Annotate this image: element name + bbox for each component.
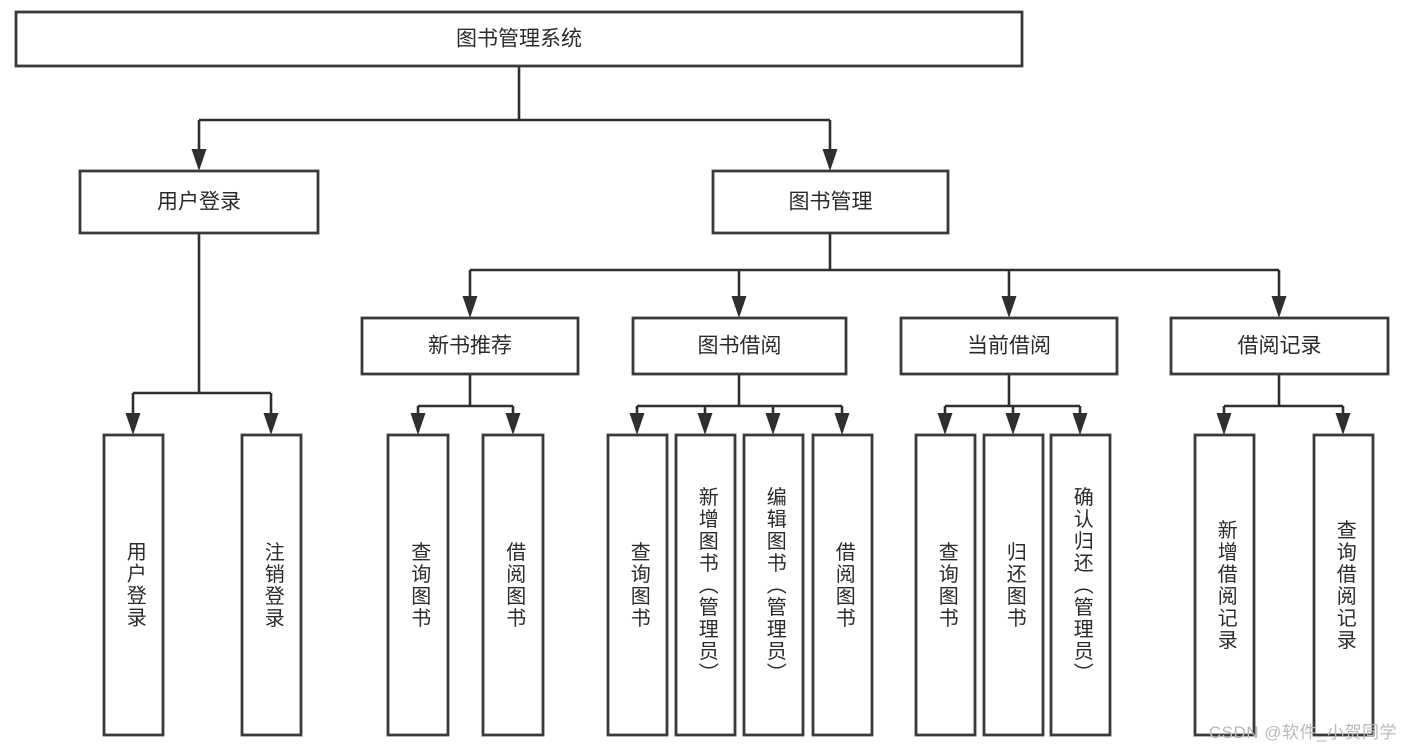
node-leaf-cur-query-book[interactable]: 查询图书 (914, 433, 977, 737)
arrow-head-icon (410, 413, 426, 435)
node-label: 用户登录 (123, 541, 146, 629)
arrow-head-icon (1271, 296, 1287, 318)
node-leaf-cur-confirm-return[interactable]: 确认归还（管理员） (1049, 433, 1112, 737)
arrow-head-icon (629, 413, 645, 435)
node-label: 编辑图书（管理员） (763, 486, 786, 684)
connector-edge-newbook-stem (410, 374, 521, 435)
node-user-login[interactable]: 用户登录 (78, 169, 320, 235)
node-leaf-rec-add-record[interactable]: 新增借阅记录 (1193, 433, 1256, 737)
node-label: 图书借阅 (698, 335, 782, 358)
connectors-layer (125, 66, 1351, 435)
arrow-head-icon (505, 413, 521, 435)
arrow-head-icon (125, 413, 141, 435)
node-label: 查询图书 (627, 541, 650, 629)
node-box[interactable] (1049, 433, 1112, 737)
node-leaf-user-login[interactable]: 用户登录 (102, 433, 165, 737)
node-label: 当前借阅 (967, 335, 1051, 358)
node-label: 查询图书 (408, 541, 431, 629)
arrow-head-icon (462, 296, 478, 318)
node-leaf-rec-query-record[interactable]: 查询借阅记录 (1312, 433, 1375, 737)
arrow-head-icon (822, 149, 838, 171)
arrow-head-icon (1005, 413, 1021, 435)
node-box[interactable] (811, 433, 874, 737)
node-box[interactable] (360, 316, 580, 376)
arrow-head-icon (937, 413, 953, 435)
arrow-head-icon (1001, 296, 1017, 318)
node-box[interactable] (914, 433, 977, 737)
arrow-head-icon (834, 413, 850, 435)
nodes-layer: 图书管理系统用户登录图书管理新书推荐图书借阅当前借阅借阅记录用户登录注销登录查询… (14, 10, 1390, 737)
node-label: 归还图书 (1003, 541, 1026, 629)
node-leaf-cur-return-book[interactable]: 归还图书 (982, 433, 1045, 737)
node-label: 查询借阅记录 (1333, 519, 1356, 651)
node-leaf-borrow-edit-book[interactable]: 编辑图书（管理员） (742, 433, 805, 737)
node-book-borrow[interactable]: 图书借阅 (631, 316, 848, 376)
arrow-head-icon (731, 296, 747, 318)
node-label: 借阅图书 (503, 541, 526, 629)
node-label: 用户登录 (157, 191, 241, 214)
node-book-manage[interactable]: 图书管理 (711, 169, 950, 235)
node-label: 借阅记录 (1238, 335, 1322, 358)
node-box[interactable] (1312, 433, 1375, 737)
node-box[interactable] (711, 169, 950, 235)
csdn-watermark: CSDN @软件_小贺同学 (1208, 723, 1397, 742)
node-borrow-record[interactable]: 借阅记录 (1169, 316, 1390, 376)
node-box[interactable] (899, 316, 1119, 376)
node-box[interactable] (102, 433, 165, 737)
node-box[interactable] (674, 433, 737, 737)
node-box[interactable] (631, 316, 848, 376)
node-box[interactable] (78, 169, 320, 235)
node-box[interactable] (481, 433, 545, 737)
node-box[interactable] (982, 433, 1045, 737)
connector-edge-borrowrec-stem (1216, 374, 1351, 435)
arrow-head-icon (263, 413, 279, 435)
node-label: 查询图书 (935, 541, 958, 629)
arrow-head-icon (1335, 413, 1351, 435)
node-current-borrow[interactable]: 当前借阅 (899, 316, 1119, 376)
node-label: 新增图书（管理员） (695, 486, 718, 684)
node-label: 新书推荐 (428, 335, 512, 358)
arrow-head-icon (765, 413, 781, 435)
arrow-head-icon (1072, 413, 1088, 435)
node-leaf-rec-query-book[interactable]: 查询图书 (386, 433, 450, 737)
node-label: 图书管理系统 (456, 28, 582, 51)
arrow-head-icon (1216, 413, 1232, 435)
node-label: 借阅图书 (832, 541, 855, 629)
node-label: 确认归还（管理员） (1070, 486, 1093, 684)
node-new-book-rec[interactable]: 新书推荐 (360, 316, 580, 376)
arrow-head-icon (191, 149, 207, 171)
node-leaf-borrow-borrow-book[interactable]: 借阅图书 (811, 433, 874, 737)
connector-edge-curborrow-stem (937, 374, 1088, 435)
connector-edge-root-stem (191, 66, 838, 171)
node-box[interactable] (606, 433, 669, 737)
node-leaf-borrow-add-book[interactable]: 新增图书（管理员） (674, 433, 737, 737)
node-box[interactable] (1169, 316, 1390, 376)
connector-edge-books-stem (462, 233, 1287, 318)
node-leaf-rec-borrow-book[interactable]: 借阅图书 (481, 433, 545, 737)
node-box[interactable] (14, 10, 1024, 68)
node-label: 新增借阅记录 (1214, 519, 1237, 651)
node-box[interactable] (386, 433, 450, 737)
connector-edge-bookborrow-stem (629, 374, 850, 435)
node-box[interactable] (240, 433, 303, 737)
node-leaf-borrow-query-book[interactable]: 查询图书 (606, 433, 669, 737)
node-root[interactable]: 图书管理系统 (14, 10, 1024, 68)
node-leaf-user-logout[interactable]: 注销登录 (240, 433, 303, 737)
connector-edge-login-stem (125, 233, 279, 435)
node-box[interactable] (742, 433, 805, 737)
node-label: 注销登录 (261, 541, 284, 629)
arrow-head-icon (697, 413, 713, 435)
node-label: 图书管理 (789, 191, 873, 214)
node-box[interactable] (1193, 433, 1256, 737)
